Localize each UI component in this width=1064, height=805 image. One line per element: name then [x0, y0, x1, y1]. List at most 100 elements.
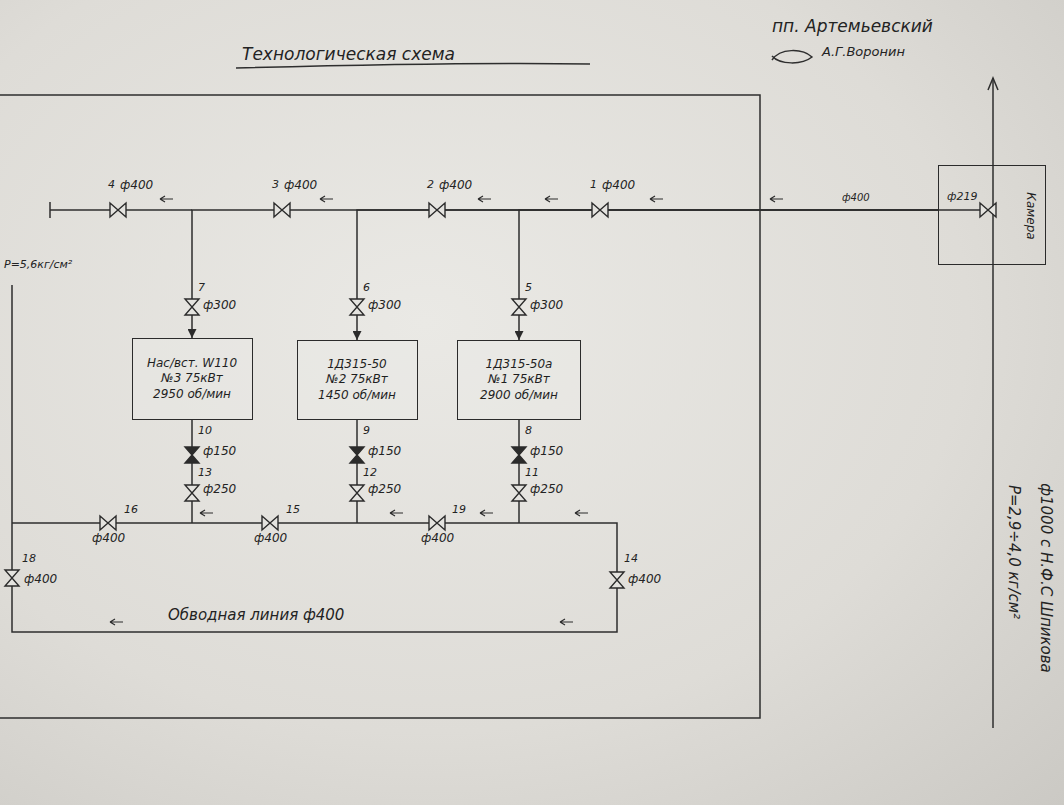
pump-spec: №2 75кВт	[326, 372, 388, 388]
callout-number: 6	[363, 281, 370, 294]
pump-spec: 2900 об/мин	[480, 388, 558, 404]
pipe-label: ф400	[421, 531, 454, 545]
callout-number: 7	[198, 281, 205, 294]
flow-arrow	[390, 510, 403, 516]
pipe-connector	[357, 210, 938, 340]
signature-text: А.Г.Воронин	[822, 44, 905, 60]
pipe-label: ф400	[602, 178, 635, 192]
gate-valve-symbol	[350, 299, 364, 315]
gate-valve-symbol	[512, 485, 526, 501]
callout-number: 11	[525, 466, 539, 479]
gate-valve-symbol	[5, 570, 19, 586]
pipe-end-cap	[49, 202, 51, 218]
frame-outline	[0, 95, 760, 718]
pipe-label: ф400	[24, 572, 57, 586]
pipe-label: ф150	[203, 444, 236, 458]
pipe-label: ф400	[254, 531, 287, 545]
pump-box: 1Д315-50№2 75кВт1450 об/мин	[297, 340, 418, 420]
pipe-label: ф300	[203, 298, 236, 312]
gate-valve-symbol	[592, 203, 608, 217]
gate-valve-symbol	[429, 516, 445, 530]
callout-number: 2	[427, 178, 434, 191]
pipe-label: ф250	[530, 482, 563, 496]
pipe-label: ф150	[368, 444, 401, 458]
pump-spec: 1450 об/мин	[318, 388, 396, 404]
pipe-label: ф250	[203, 482, 236, 496]
gate-valve-symbol	[110, 203, 126, 217]
signature-text: пп. Артемьевский	[772, 16, 933, 36]
pipe-label: Р=2,9÷4,0 кг/см²	[1005, 485, 1023, 619]
pipe-label: ф400	[842, 192, 870, 204]
main-pipe	[992, 78, 994, 728]
pipe-label: ф400	[284, 178, 317, 192]
discharge-header	[12, 285, 617, 632]
chamber-name: Камера	[1024, 192, 1038, 239]
pump-spec: 2950 об/мин	[153, 387, 231, 403]
pipe-label: Обводная линия ф400	[168, 606, 344, 624]
pipe-label: ф400	[92, 531, 125, 545]
callout-number: 15	[286, 503, 300, 516]
pump-model: Нас/вст. W110	[147, 356, 237, 372]
pump-model: 1Д315-50	[327, 357, 387, 373]
pipe-connector	[519, 210, 938, 340]
flow-arrow	[575, 510, 588, 516]
main-pipe-arrow	[988, 78, 998, 90]
gate-valve-symbol	[350, 485, 364, 501]
callout-number: 4	[108, 178, 115, 191]
pipe-label: ф150	[530, 444, 563, 458]
gate-valve-symbol	[610, 572, 624, 588]
callout-number: 12	[363, 466, 377, 479]
flow-arrow	[545, 196, 558, 202]
check-valve-symbol	[350, 447, 364, 463]
gate-valve-symbol	[274, 203, 290, 217]
pipe-label: ф400	[120, 178, 153, 192]
callout-number: 9	[363, 424, 370, 437]
pump-spec: №1 75кВт	[488, 372, 550, 388]
chamber-box: ф219 Камера	[938, 165, 1046, 265]
callout-number: 8	[525, 424, 532, 437]
flow-arrow	[478, 196, 491, 202]
gate-valve-symbol	[185, 485, 199, 501]
callout-number: 13	[198, 466, 212, 479]
callout-number: 1	[590, 178, 597, 191]
gate-valve-symbol	[185, 299, 199, 315]
pipe-label: Р=5,6кг/см²	[4, 258, 72, 271]
check-valve-symbol	[185, 447, 199, 463]
pipe-label: ф250	[368, 482, 401, 496]
title-underline	[236, 63, 590, 68]
valve-diameter: ф219	[947, 190, 977, 203]
callout-number: 14	[624, 552, 638, 565]
flow-arrow	[480, 510, 493, 516]
pipe-label: ф300	[530, 298, 563, 312]
discharge-branch	[356, 420, 358, 523]
pipe-label: ф1000 с Н.Ф.С Шпикова	[1037, 483, 1055, 673]
chamber-inner-pipe	[938, 209, 985, 211]
gate-valve-symbol	[512, 299, 526, 315]
callout-number: 5	[525, 281, 532, 294]
check-valve-symbol	[512, 447, 526, 463]
gate-valve-symbol	[429, 203, 445, 217]
flow-arrow	[770, 196, 783, 202]
title-text: Технологическая схема	[242, 44, 455, 64]
discharge-branch	[518, 420, 520, 523]
discharge-branch	[191, 420, 193, 523]
pipe-label: ф400	[628, 572, 661, 586]
pump-box: 1Д315-50а№1 75кВт2900 об/мин	[457, 340, 581, 420]
flow-arrow	[200, 510, 213, 516]
flow-arrow	[650, 196, 663, 202]
flow-arrow	[560, 619, 573, 625]
flow-arrow	[110, 619, 123, 625]
pump-spec: №3 75кВт	[161, 371, 223, 387]
gate-valve-symbol	[980, 203, 996, 217]
pipe-label: ф400	[439, 178, 472, 192]
callout-number: 16	[124, 503, 138, 516]
flow-arrow	[320, 196, 333, 202]
callout-number: 18	[22, 552, 36, 565]
pump-model: 1Д315-50а	[486, 357, 553, 373]
pump-box: Нас/вст. W110№3 75кВт2950 об/мин	[132, 338, 253, 420]
gate-valve-symbol	[100, 516, 116, 530]
flow-arrow	[160, 196, 173, 202]
signature-scribble	[772, 51, 812, 63]
gate-valve-symbol	[262, 516, 278, 530]
